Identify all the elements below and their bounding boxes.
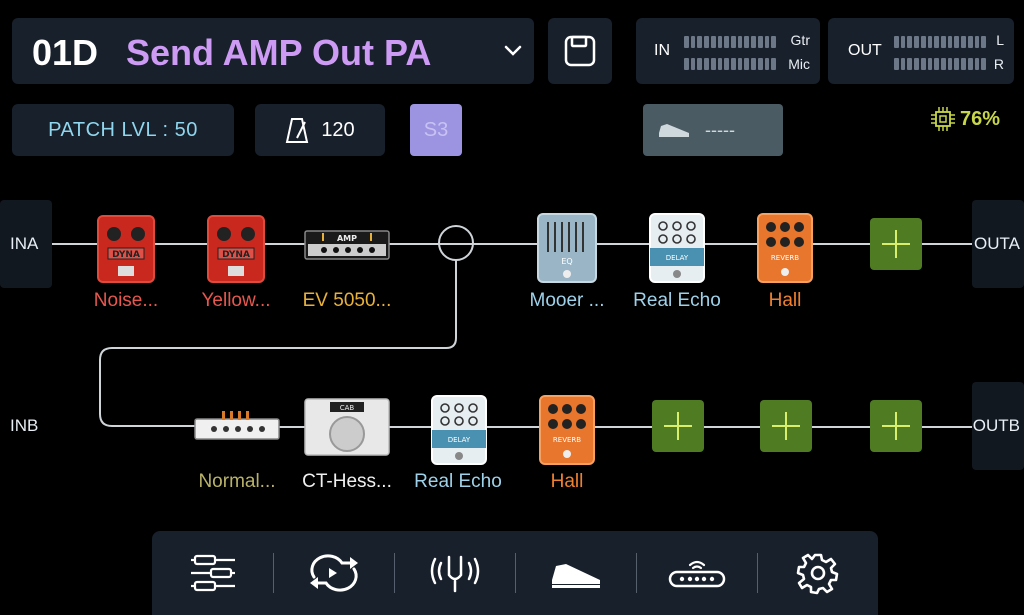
input-meter-bar-gtr xyxy=(684,36,777,48)
tuner-icon xyxy=(430,555,479,593)
expression-pedal-button[interactable] xyxy=(515,531,636,615)
block-label-hall-b: Hall xyxy=(550,471,584,492)
block-label-real-echo-a: Real Echo xyxy=(633,290,721,311)
output-meter-bar-left xyxy=(894,36,987,48)
block-real-echo-b[interactable]: DELAY xyxy=(430,394,488,471)
delay-pedal-text: DELAY xyxy=(448,436,471,444)
output-level-meter: OUT L R xyxy=(828,18,1014,84)
output-meter-label: OUT xyxy=(848,42,882,59)
delay-pedal-icon: DELAY xyxy=(431,395,487,465)
block-real-echo-a[interactable]: DELAY xyxy=(648,212,706,289)
midi-button[interactable] xyxy=(636,531,757,615)
tuner-button[interactable] xyxy=(394,531,515,615)
empty-slot-b-7[interactable] xyxy=(870,400,922,452)
settings-icon xyxy=(796,553,838,595)
block-yellow[interactable]: DYNA xyxy=(206,214,266,289)
block-preamp[interactable] xyxy=(194,411,280,446)
save-icon xyxy=(564,35,596,67)
patch-name: Send AMP Out PA xyxy=(126,32,432,73)
cpu-usage: 76% xyxy=(930,106,1000,132)
delay-pedal-icon: DELAY xyxy=(649,213,705,283)
expression-value: ----- xyxy=(705,119,735,140)
output-a[interactable]: OUTA xyxy=(972,200,1024,288)
block-hall-a[interactable]: REVERB xyxy=(756,212,814,289)
block-label-noise: Noise... xyxy=(93,290,159,311)
output-channel-left: L xyxy=(996,32,1004,48)
block-label-mooer: Mooer ... xyxy=(529,290,605,311)
cab-icon: CAB xyxy=(304,398,390,456)
block-label-cab: CT-Hess... xyxy=(302,471,392,492)
input-channel-gtr: Gtr xyxy=(790,32,810,48)
reverb-pedal-icon: REVERB xyxy=(539,395,595,465)
tempo-value: 120 xyxy=(321,118,355,141)
input-b[interactable]: INB xyxy=(10,416,39,435)
expression-pedal-icon xyxy=(551,564,600,588)
expression-pedal-icon xyxy=(659,124,689,137)
reverb-pedal-text: REVERB xyxy=(771,254,799,262)
amp-icon: AMP xyxy=(304,230,390,260)
snapshot-button[interactable]: S3 xyxy=(410,104,462,156)
routing-icon xyxy=(190,554,235,592)
amp-text: AMP xyxy=(337,234,357,243)
chip-icon xyxy=(931,107,955,131)
empty-slot-a-7[interactable] xyxy=(870,218,922,270)
input-channel-mic: Mic xyxy=(788,56,810,72)
routing-button[interactable] xyxy=(152,531,273,615)
metronome-icon xyxy=(286,118,309,143)
preamp-icon xyxy=(194,411,280,440)
eq-pedal-icon: EQ xyxy=(537,213,597,283)
tempo-button[interactable]: 120 xyxy=(255,104,385,156)
output-b[interactable]: OUTB xyxy=(972,382,1024,470)
block-hall-b[interactable]: REVERB xyxy=(538,394,596,471)
input-level-meter: IN Gtr Mic xyxy=(636,18,820,84)
dyna-pedal-icon: DYNA xyxy=(97,215,155,283)
chevron-down-icon[interactable] xyxy=(500,38,526,64)
block-amp[interactable]: AMP xyxy=(304,230,390,265)
reverb-pedal-text: REVERB xyxy=(553,436,581,444)
looper-icon xyxy=(309,554,358,592)
block-label-real-echo-b: Real Echo xyxy=(414,471,502,492)
dyna-pedal-text: DYNA xyxy=(222,250,250,260)
block-label-hall-a: Hall xyxy=(768,290,802,311)
settings-button[interactable] xyxy=(757,531,878,615)
output-meter-bar-right xyxy=(894,58,987,70)
path-a-line xyxy=(52,243,972,245)
output-channel-right: R xyxy=(993,56,1004,72)
save-button[interactable] xyxy=(548,18,612,84)
midi-icon xyxy=(668,560,725,588)
input-meter-label: IN xyxy=(654,42,670,59)
empty-slot-b-5[interactable] xyxy=(652,400,704,452)
expression-assign-button[interactable]: ----- xyxy=(643,104,783,156)
block-label-yellow: Yellow... xyxy=(201,290,271,311)
reverb-pedal-icon: REVERB xyxy=(757,213,813,283)
block-cab[interactable]: CAB xyxy=(304,398,390,461)
block-label-amp: EV 5050... xyxy=(302,290,392,311)
split-connector xyxy=(99,225,474,427)
dyna-pedal-text: DYNA xyxy=(112,250,140,260)
split-node[interactable] xyxy=(438,225,474,261)
eq-pedal-text: EQ xyxy=(561,257,572,266)
block-label-normal: Normal... xyxy=(198,471,276,492)
cpu-value: 76% xyxy=(960,107,1001,130)
dyna-pedal-icon: DYNA xyxy=(207,215,265,283)
patch-selector[interactable]: 01D Send AMP Out PA xyxy=(12,18,534,84)
empty-slot-b-6[interactable] xyxy=(760,400,812,452)
delay-pedal-text: DELAY xyxy=(666,254,689,262)
looper-button[interactable] xyxy=(273,531,394,615)
block-noise-gate[interactable]: DYNA xyxy=(96,214,156,289)
block-eq[interactable]: EQ xyxy=(536,212,598,289)
patch-level-button[interactable]: PATCH LVL : 50 xyxy=(12,104,234,156)
patch-number: 01D xyxy=(32,32,99,73)
signal-chain: INA OUTA INB OUTB DYNA Noise... DYNA Yel… xyxy=(0,180,1024,510)
input-a[interactable]: INA xyxy=(0,200,52,288)
cab-text: CAB xyxy=(340,404,355,412)
input-meter-bar-mic xyxy=(684,58,777,70)
bottom-nav xyxy=(152,531,878,615)
